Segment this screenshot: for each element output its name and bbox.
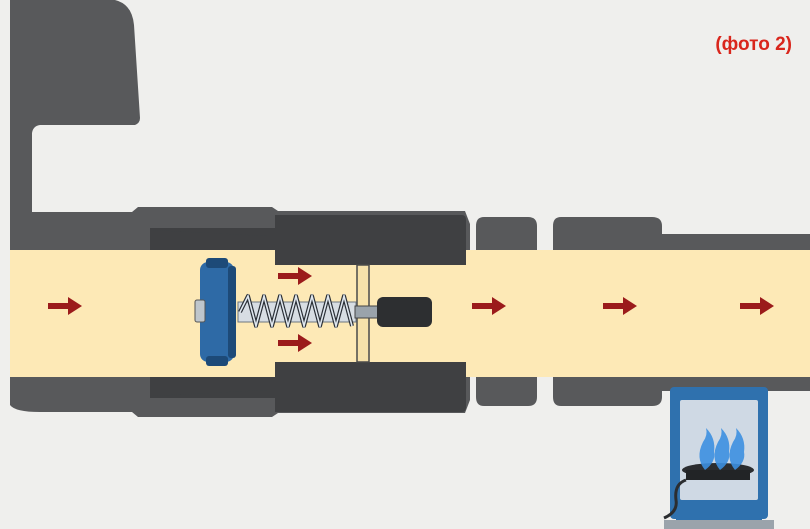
- body-block-upper: [275, 215, 466, 265]
- right-arrow-icon: [48, 297, 82, 315]
- flow-arrows: [48, 267, 774, 352]
- valve-stem: [354, 305, 380, 319]
- fitting-nut-upper-2: [553, 217, 662, 250]
- right-arrow-icon: [278, 267, 312, 285]
- spring: [237, 292, 357, 330]
- pipe-upper-wall: [662, 234, 810, 250]
- fitting-nut-upper: [476, 217, 537, 250]
- right-arrow-icon: [278, 334, 312, 352]
- fitting-nut-lower: [476, 377, 537, 406]
- inner-block-upper: [152, 230, 268, 247]
- gas-heater-icon: [663, 387, 774, 529]
- valve-plug: [377, 297, 432, 327]
- photo-caption: (фото 2): [715, 34, 792, 55]
- inner-block-lower: [152, 380, 268, 396]
- right-arrow-icon: [472, 297, 506, 315]
- valve-disc: [194, 258, 236, 366]
- fitting-nut-lower-2: [553, 377, 662, 406]
- body-block-lower: [275, 362, 466, 412]
- right-arrow-icon: [740, 297, 774, 315]
- housing-upper: [0, 0, 470, 250]
- right-arrow-icon: [603, 297, 637, 315]
- flame-icon: [699, 428, 745, 470]
